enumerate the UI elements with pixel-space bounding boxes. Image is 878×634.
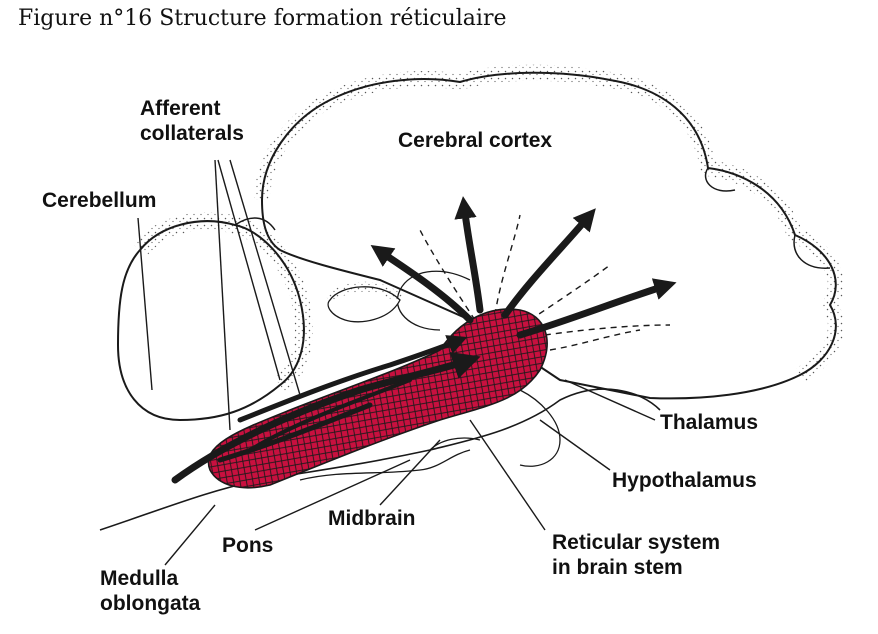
- diffuse-projections: [419, 214, 671, 351]
- afferent-arrows: [171, 335, 481, 484]
- cerebellum-shape: [116, 212, 313, 422]
- thalamus-label: Thalamus: [660, 411, 759, 434]
- ascending-arrows: [370, 196, 677, 339]
- cerebral-cortex-label: Cerebral cortex: [398, 129, 553, 152]
- afferent-collaterals-label: Afferent collaterals: [140, 97, 244, 145]
- hypothalamus-label: Hypothalamus: [612, 469, 757, 492]
- pons-label: Pons: [222, 534, 274, 557]
- cerebral-cortex-shape: [254, 64, 844, 400]
- midbrain-label: Midbrain: [328, 507, 416, 530]
- cerebellum-label: Cerebellum: [42, 189, 157, 212]
- brainstem-outline: [99, 270, 661, 531]
- medulla-oblongata-label: Medulla oblongata: [100, 567, 201, 615]
- reticular-system-label: Reticular system in brain stem: [552, 531, 721, 579]
- figure-title: Figure n°16 Structure formation réticula…: [18, 6, 507, 31]
- leader-lines: [137, 159, 656, 566]
